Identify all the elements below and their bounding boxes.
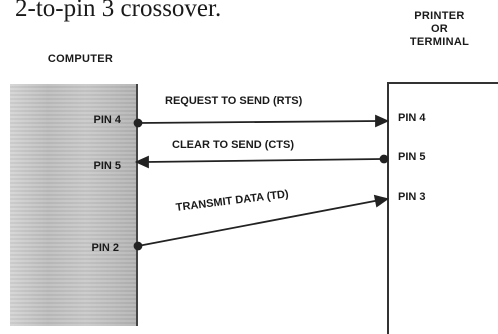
computer-pin-5: PIN 5 xyxy=(93,160,121,172)
rts-wire xyxy=(137,120,381,124)
rts-source-dot xyxy=(133,118,143,128)
td-wire xyxy=(137,199,381,247)
cts-source-dot xyxy=(379,154,389,164)
computer-block xyxy=(10,84,138,326)
td-source-dot xyxy=(133,241,143,251)
printer-pin-4: PIN 4 xyxy=(398,112,426,124)
cts-arrowhead xyxy=(134,155,149,169)
printer-label-line-2: OR xyxy=(430,23,449,35)
printer-terminal-label: PRINTER OR TERMINAL xyxy=(392,10,487,49)
printer-pin-3: PIN 3 xyxy=(398,191,426,203)
computer-pin-2: PIN 2 xyxy=(91,242,119,254)
top-caption-text: 2-to-pin 3 crossover. xyxy=(15,0,222,22)
computer-label: COMPUTER xyxy=(47,53,114,65)
rts-signal-label: REQUEST TO SEND (RTS) xyxy=(165,95,303,107)
signal-wires xyxy=(133,114,390,251)
cts-signal-label: CLEAR TO SEND (CTS) xyxy=(172,139,295,151)
printer-label-line-1: PRINTER xyxy=(414,10,465,22)
rts-arrowhead xyxy=(375,114,390,128)
printer-block xyxy=(387,82,498,334)
computer-pin-4: PIN 4 xyxy=(93,114,121,126)
cts-wire xyxy=(144,158,385,163)
printer-label-line-3: TERMINAL xyxy=(409,36,470,48)
printer-pin-5: PIN 5 xyxy=(398,151,426,163)
td-arrowhead xyxy=(373,194,390,208)
